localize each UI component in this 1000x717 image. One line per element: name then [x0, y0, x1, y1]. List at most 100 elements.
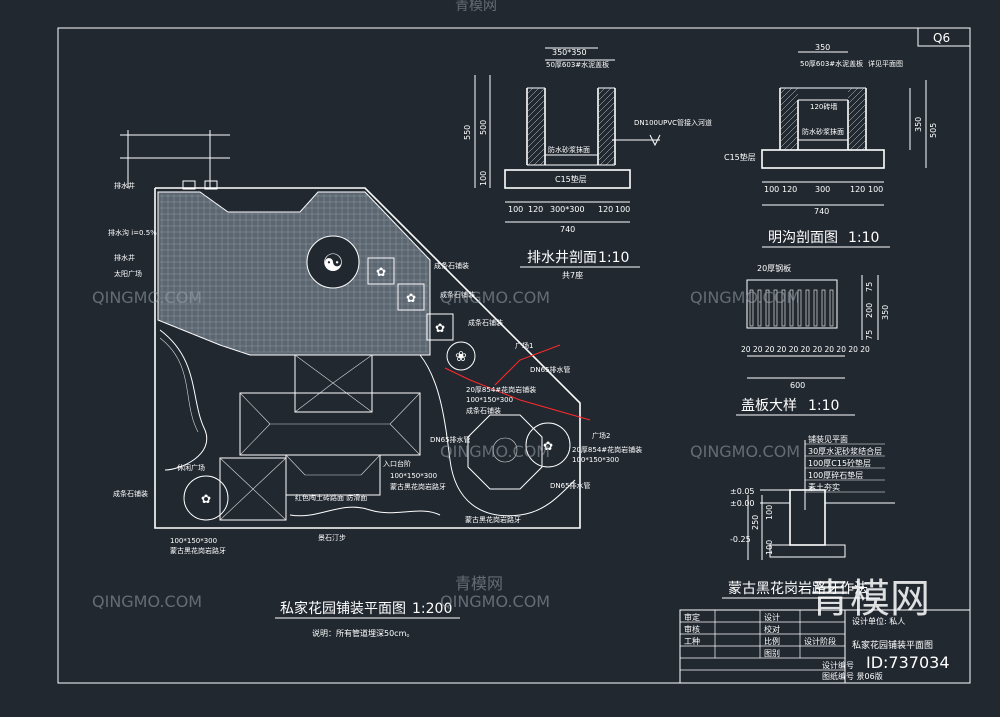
rosette [446, 341, 476, 371]
drain-d2: 120 [528, 205, 543, 214]
label-stepping: 景石汀步 [318, 534, 346, 542]
curb-d3: 100 [765, 540, 774, 555]
plaza-octagon-1 [467, 414, 543, 490]
flower-icon: ✿ [201, 492, 211, 506]
ditch-d2: 120 [782, 185, 797, 194]
watermark: 青模网 [455, 0, 497, 14]
label-red-path: 红色陶土砖路面 防滑面 [295, 493, 367, 502]
label-sq2: 广场2 [592, 431, 610, 440]
cover-h2: 200 [865, 303, 874, 318]
label-dim-4: 100*150*300 [170, 537, 217, 545]
drain-total: 740 [560, 225, 575, 234]
label-sq1: 广场1 [515, 341, 533, 350]
stone-patch-2 [397, 283, 425, 311]
ditch-section: 350 50厚603#水泥盖板 详见平面图 120砖墙 防水砂浆抹面 C15垫层… [724, 43, 938, 248]
cover-top: 20厚钢板 [757, 263, 791, 273]
watermark: QINGMO.COM [440, 592, 550, 611]
title-cell: 图别 [764, 649, 780, 658]
watermark: QINGMO.COM [92, 592, 202, 611]
title-footer1: 设计编号 [822, 660, 854, 670]
label-leisure: 休闲广场 [177, 463, 205, 472]
plan-scale: 1:200 [412, 601, 452, 617]
label-stone-5: 成条石铺装 [113, 489, 148, 498]
cover-h4: 350 [881, 305, 890, 320]
title-cell: 比例 [764, 636, 780, 646]
watermark: 青模网 [455, 574, 503, 593]
curb-item: 100厚C15砼垫层 [808, 458, 871, 468]
label-dim-1: 100*150*300 [466, 396, 513, 404]
label-pipe-b: DN65排水管 [430, 435, 471, 444]
watermark: QINGMO.COM [92, 288, 202, 307]
label-step-1: 20厚854#花岗岩铺装 [466, 385, 536, 394]
cover-scale: 1:10 [808, 398, 839, 414]
boundary-curve [159, 329, 208, 471]
drain-h1: 550 [463, 125, 472, 140]
stone-patch-3 [426, 313, 454, 341]
flower-icon: ✿ [376, 265, 386, 279]
ditch-base-label: C15垫层 [724, 152, 756, 162]
flower-icon: ✿ [406, 291, 416, 305]
curb-item: 100厚碎石垫层 [808, 470, 863, 480]
title-drawing: 私家花园铺装平面图 [852, 639, 933, 651]
plaza-circle-2 [525, 422, 571, 468]
label-entry: 入口台阶 [383, 459, 411, 468]
label-drain-well: 排水井 [114, 253, 135, 262]
flower-icon: ✿ [435, 321, 445, 335]
ditch-cover: 50厚603#水泥盖板 [800, 59, 863, 68]
drain-d3: 300*300 [550, 205, 585, 214]
ditch-inner: 防水砂浆抹面 [802, 127, 844, 136]
curb-elev3: -0.25 [730, 535, 751, 544]
drain-sub: 共7座 [562, 270, 583, 280]
drain-d4: 120 [598, 205, 613, 214]
cover-h1: 75 [865, 282, 874, 292]
ditch-d5: 100 [868, 185, 883, 194]
flower-icon: ❀ [455, 349, 467, 365]
curb-item: 铺装见平面 [808, 434, 848, 444]
drain-top-dim: 350*350 [552, 48, 587, 57]
label-stone-black-3: 蒙古黑花岗岩路牙 [170, 546, 226, 555]
cover-bars: 20 20 20 20 20 20 20 20 20 20 20 [741, 345, 870, 354]
ditch-total: 740 [814, 207, 829, 216]
watermark: QINGMO.COM [690, 288, 800, 307]
drain-h2: 500 [479, 120, 488, 135]
curb-base [769, 544, 846, 558]
stepping-path [289, 506, 441, 517]
title-cell: 工种 [684, 636, 700, 646]
label-stone-4: 成条石铺装 [466, 406, 501, 415]
drain-base-label: C15垫层 [555, 174, 587, 184]
title-cell: 审核 [684, 624, 700, 634]
watermark: QINGMO.COM [440, 442, 550, 461]
sheet-no-box [917, 27, 971, 47]
watermark: QINGMO.COM [690, 442, 800, 461]
watermarks: QINGMO.COM QINGMO.COM QINGMO.COM QINGMO.… [92, 0, 950, 672]
drain-section: 350*350 50厚603#水泥盖板 DN100UPVC管接入河道 防水砂浆抹… [463, 47, 712, 280]
label-stone-3: 成条石铺装 [468, 318, 503, 327]
yin-yang-circle [306, 235, 360, 289]
curb-d1: 250 [751, 515, 760, 530]
ditch-d3: 300 [815, 185, 830, 194]
ditch-d4: 120 [850, 185, 865, 194]
path-edge [419, 354, 576, 517]
cover-plate [746, 279, 838, 329]
site-outline [154, 187, 581, 529]
ditch-d1: 100 [764, 185, 779, 194]
watermark-id: ID:737034 [866, 653, 950, 672]
ditch-h1: 505 [929, 123, 938, 138]
flower-icon: ✿ [543, 439, 553, 453]
title-footer2: 图纸编号 景06版 [822, 671, 883, 681]
curb-item: 素土夯实 [808, 482, 840, 492]
label-stone-1: 成条石铺装 [434, 261, 469, 270]
ditch-h2: 350 [914, 117, 923, 132]
label-stone-black-2: 蒙古黑花岗岩路牙 [465, 515, 521, 524]
plan-title: 私家花园铺装平面图 [280, 600, 406, 617]
sheet-no: Q6 [933, 31, 950, 45]
drain-pipe: DN100UPVC管接入河道 [634, 118, 712, 127]
drain-scale: 1:10 [598, 250, 629, 266]
ditch-wall: 120砖墙 [810, 102, 837, 111]
label-grass: 太阳广场 [114, 269, 142, 278]
ditch-base [761, 149, 885, 169]
title-cell: 校对 [764, 624, 780, 634]
sheet-border [57, 27, 971, 684]
